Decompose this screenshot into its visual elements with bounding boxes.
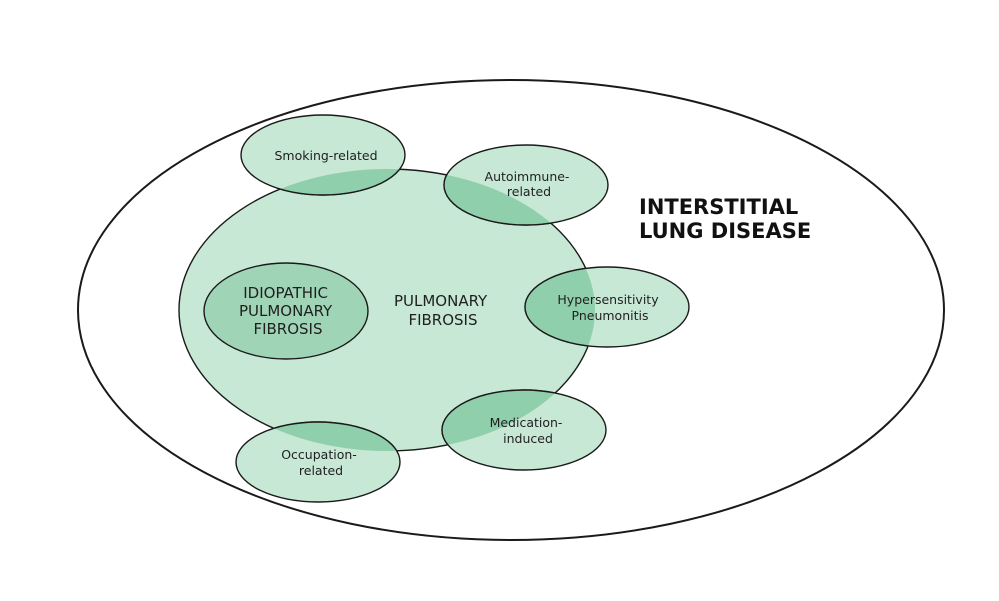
label-medication-induced: Medication- induced bbox=[490, 415, 567, 446]
satellite-occupation-related bbox=[235, 421, 401, 503]
label-hypersensitivity-line-1: Hypersensitivity bbox=[557, 292, 659, 307]
satellite-autoimmune-related bbox=[443, 144, 609, 226]
label-medication-line-2: induced bbox=[503, 431, 553, 446]
satellite-hypersensitivity-pneumonitis bbox=[524, 266, 690, 348]
label-autoimmune-related: Autoimmune- related bbox=[485, 169, 574, 199]
label-pulmonary-fibrosis: PULMONARY FIBROSIS bbox=[394, 292, 492, 329]
label-idiopathic-pulmonary-fibrosis: IDIOPATHIC PULMONARY FIBROSIS bbox=[239, 284, 337, 338]
label-ipf-line-2: PULMONARY bbox=[239, 302, 333, 320]
label-smoking-related: Smoking-related bbox=[274, 148, 377, 163]
label-autoimmune-line-1: Autoimmune- bbox=[485, 169, 570, 184]
label-autoimmune-line-2: related bbox=[507, 184, 551, 199]
label-hypersensitivity-line-2: Pneumonitis bbox=[572, 308, 649, 323]
label-smoking-line-1: Smoking-related bbox=[274, 148, 377, 163]
title-interstitial-lung-disease: INTERSTITIAL LUNG DISEASE bbox=[639, 195, 811, 243]
label-hypersensitivity-pneumonitis: Hypersensitivity Pneumonitis bbox=[557, 292, 662, 323]
label-occupation-line-2: related bbox=[299, 463, 343, 478]
title-line-2: LUNG DISEASE bbox=[639, 219, 811, 243]
ellipse-idiopathic-pulmonary-fibrosis bbox=[203, 262, 369, 360]
satellite-smoking-related bbox=[240, 114, 406, 196]
satellite-medication-induced bbox=[441, 389, 607, 471]
label-occupation-line-1: Occupation- bbox=[281, 447, 357, 462]
overlap-hypersensitivity-pneumonitis bbox=[524, 266, 595, 348]
label-ipf-line-1: IDIOPATHIC bbox=[243, 284, 328, 302]
label-ipf-line-3: FIBROSIS bbox=[253, 320, 322, 338]
label-occupation-related: Occupation- related bbox=[281, 447, 361, 478]
label-medication-line-1: Medication- bbox=[490, 415, 563, 430]
title-line-1: INTERSTITIAL bbox=[639, 195, 798, 219]
label-pulmonary-fibrosis-line-2: FIBROSIS bbox=[408, 311, 477, 329]
label-pulmonary-fibrosis-line-1: PULMONARY bbox=[394, 292, 488, 310]
